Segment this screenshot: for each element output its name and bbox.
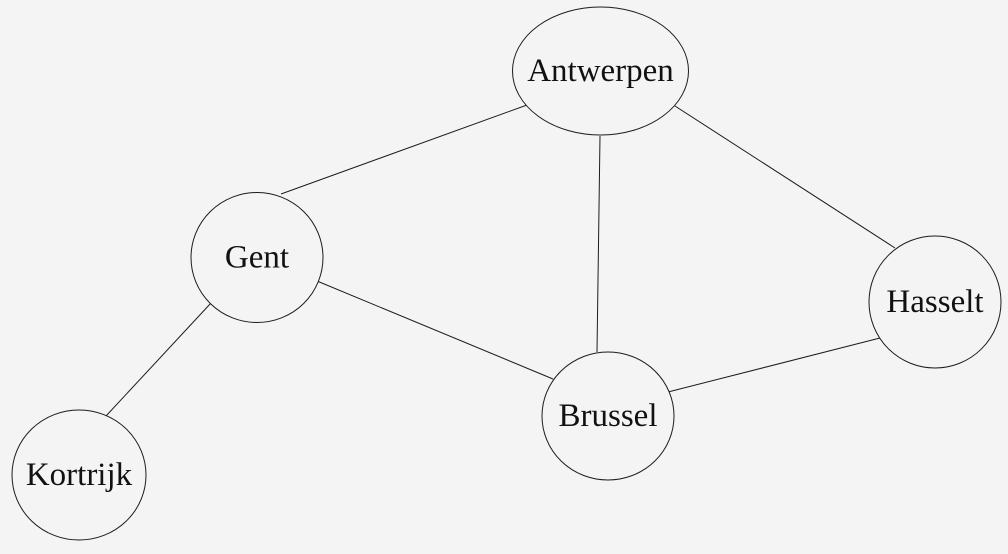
node-kortrijk-shape [11,409,147,541]
edges-layer [105,104,896,417]
edge-antwerpen-brussel [596,135,601,353]
node-gent-label: Gent [225,240,289,276]
node-gent: Gent [190,192,324,323]
node-antwerpen: Antwerpen [512,6,689,136]
edge-gent-brussel [316,280,554,380]
node-brussel: Brussel [541,351,675,481]
node-hasselt-label: Hasselt [886,284,983,320]
edge-brussel-hasselt [667,337,881,393]
node-antwerpen-label: Antwerpen [527,53,674,89]
node-brussel-shape [541,351,675,481]
edge-gent-kortrijk [105,302,212,417]
node-kortrijk-label: Kortrijk [26,457,133,493]
edge-antwerpen-hasselt [674,105,896,249]
node-brussel-label: Brussel [559,398,658,434]
node-antwerpen-shape [512,6,689,136]
node-kortrijk: Kortrijk [11,409,147,541]
node-hasselt: Hasselt [868,235,1002,369]
edge-gent-antwerpen [280,104,528,195]
node-hasselt-shape [868,235,1002,369]
node-gent-shape [190,192,324,323]
